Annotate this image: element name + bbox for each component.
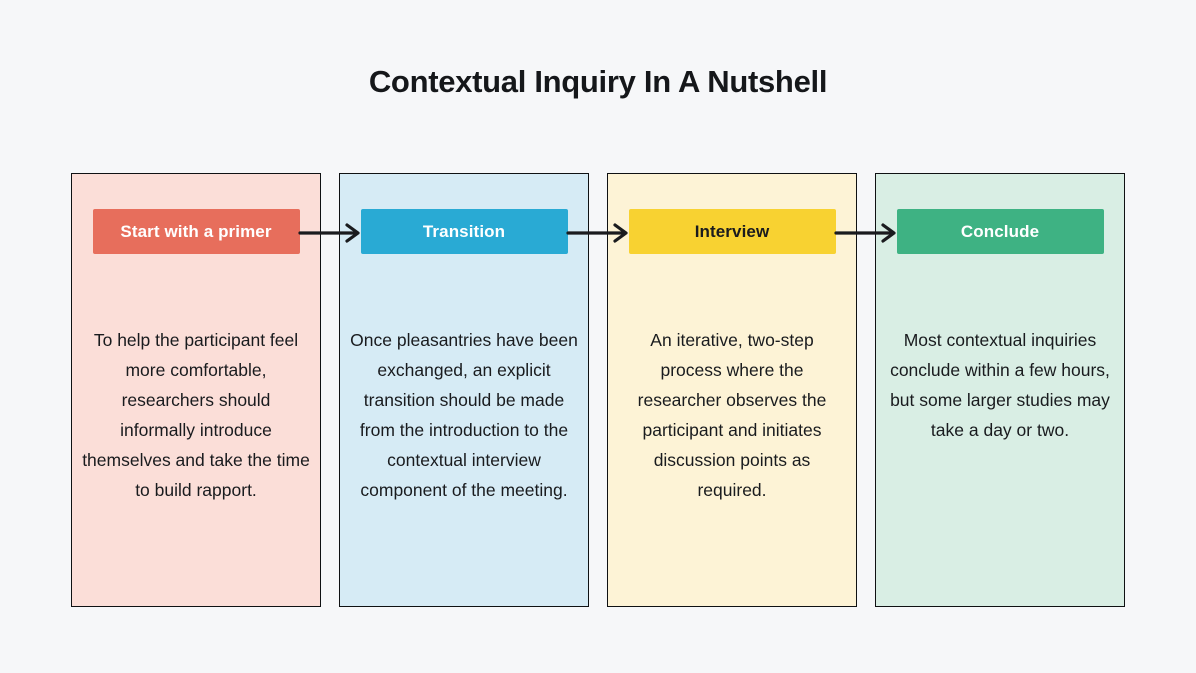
step-description: Once pleasantries have been exchanged, a… [350,330,578,500]
step-badge-interview: Interview [628,209,836,254]
step-card-start-with-a-primer: Start with a primer To help the particip… [71,173,321,607]
step-badge-label: Conclude [960,221,1040,241]
step-description: Most contextual inquiries conclude withi… [890,330,1110,440]
step-badge-transition: Transition [360,209,568,254]
step-badge-label: Start with a primer [120,221,272,241]
step-badge-start-with-a-primer: Start with a primer [92,209,300,254]
step-badge-conclude: Conclude [896,209,1104,254]
flow-steps-row: Start with a primer To help the particip… [71,173,1125,607]
step-description: An iterative, two-step process where the… [637,330,827,500]
step-description: To help the participant feel more comfor… [82,330,310,500]
step-badge-label: Interview [694,221,770,241]
page-title: Contextual Inquiry In A Nutshell [368,64,828,99]
step-card-conclude: Conclude Most contextual inquiries concl… [875,173,1125,607]
step-card-interview: Interview An iterative, two-step process… [607,173,857,607]
step-card-transition: Transition Once pleasantries have been e… [339,173,589,607]
step-badge-label: Transition [422,221,506,241]
